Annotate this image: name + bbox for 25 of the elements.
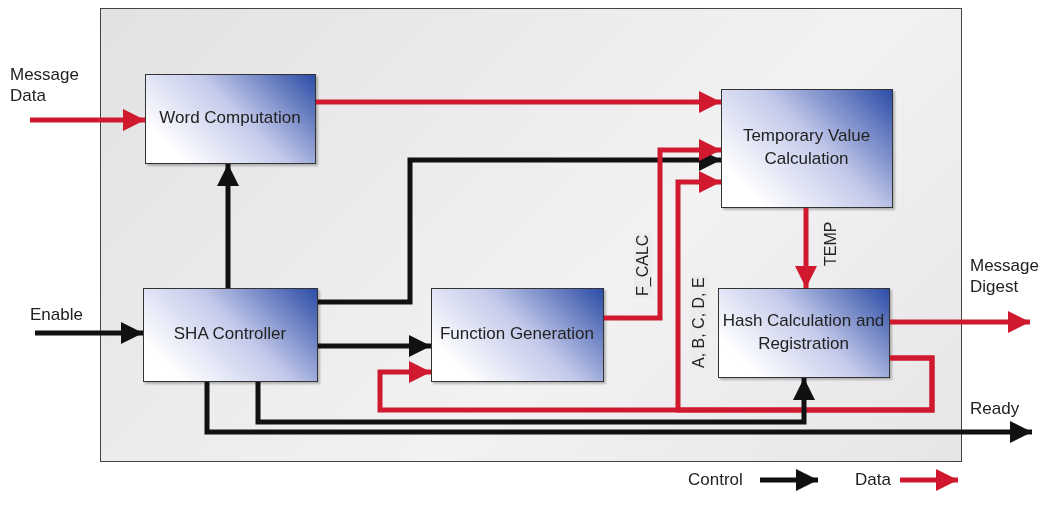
arrow	[255, 378, 815, 425]
process-box: Word Computation	[144, 73, 316, 164]
signal-label: Message Data	[10, 64, 100, 120]
arrow	[377, 355, 935, 413]
arrow	[30, 109, 145, 131]
signal-label: Message Digest	[970, 255, 1060, 323]
legend-label: Data	[855, 470, 891, 490]
system-frame	[100, 8, 962, 462]
process-box: Hash Calculation and Registration	[717, 287, 890, 378]
legend-label: Control	[688, 470, 743, 490]
process-box: Temporary Value Calculation	[720, 88, 893, 208]
arrow	[604, 139, 721, 321]
process-box: SHA Controller	[142, 287, 318, 382]
arrow	[217, 164, 239, 288]
arrow	[795, 208, 817, 288]
arrow	[316, 91, 721, 113]
arrow	[890, 311, 1030, 333]
signal-label: Enable	[30, 304, 100, 333]
edge-label: F_CALC	[634, 232, 652, 298]
edge-label: A, B, C, D, E	[690, 275, 708, 370]
process-box: Function Generation	[430, 287, 604, 382]
arrow	[318, 335, 431, 357]
arrow	[204, 382, 1032, 443]
signal-label: Ready	[970, 398, 1040, 432]
arrow	[35, 322, 143, 344]
